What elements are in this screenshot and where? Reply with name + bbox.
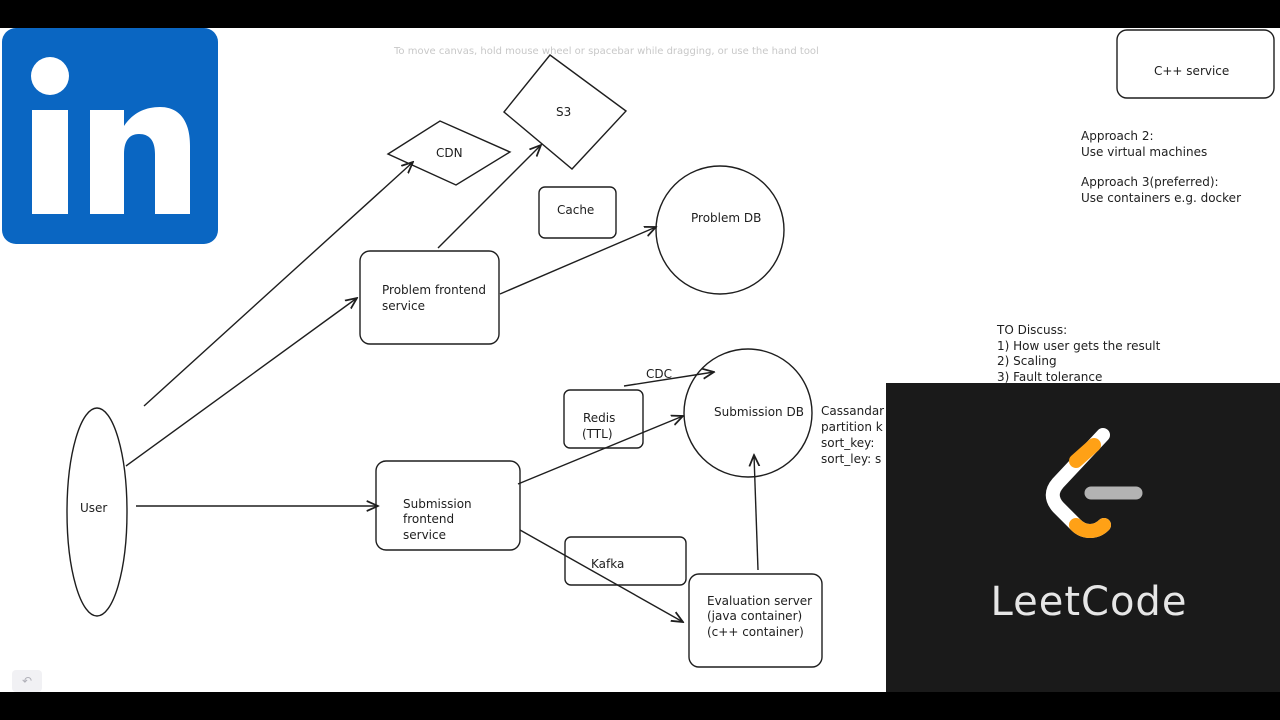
problem-frontend-label-1: Problem frontend bbox=[382, 283, 486, 297]
submission-db-label: Submission DB bbox=[714, 405, 804, 419]
problem-frontend-label-2: service bbox=[382, 299, 425, 313]
cassandra-note-3: sort_key: bbox=[821, 436, 874, 450]
redis-label-2: (TTL) bbox=[582, 427, 613, 441]
cassandra-note-2: partition k bbox=[821, 420, 883, 434]
s3-node[interactable] bbox=[503, 54, 628, 170]
edge-user-to-problem-frontend bbox=[125, 298, 357, 467]
cassandra-note-1: Cassandar bbox=[821, 404, 884, 418]
problem-db-node[interactable] bbox=[655, 165, 785, 295]
undo-button[interactable]: ↶ bbox=[12, 670, 42, 692]
edge-submission-frontend-to-submission-db bbox=[517, 416, 683, 485]
edge-problem-frontend-to-problem-db bbox=[499, 227, 656, 295]
cache-node[interactable] bbox=[538, 186, 617, 239]
linkedin-logo bbox=[2, 28, 218, 244]
cdn-label: CDN bbox=[436, 146, 463, 160]
problem-frontend-node[interactable] bbox=[359, 250, 500, 345]
leetcode-logo-panel: LeetCode bbox=[886, 383, 1280, 692]
cdc-label: CDC bbox=[646, 367, 672, 381]
canvas-hint: To move canvas, hold mouse wheel or spac… bbox=[394, 46, 819, 57]
user-label: User bbox=[80, 501, 107, 515]
bottom-letterbox bbox=[0, 692, 1280, 720]
discuss-item-2: 2) Scaling bbox=[997, 354, 1057, 368]
evaluation-label-3: (c++ container) bbox=[707, 625, 804, 639]
submission-frontend-node[interactable] bbox=[375, 460, 521, 551]
leetcode-logo-icon bbox=[1045, 428, 1143, 538]
top-letterbox bbox=[0, 0, 1280, 28]
approach2-body: Use virtual machines bbox=[1081, 145, 1207, 159]
discuss-item-1: 1) How user gets the result bbox=[997, 339, 1161, 353]
kafka-node[interactable] bbox=[564, 536, 687, 586]
edge-submission-frontend-to-evaluation bbox=[519, 529, 683, 622]
submission-frontend-label-1: Submission bbox=[403, 497, 472, 511]
redis-label-1: Redis bbox=[583, 411, 615, 425]
evaluation-label-2: (java container) bbox=[707, 609, 802, 623]
cdn-node[interactable] bbox=[386, 120, 512, 186]
leetcode-wordmark: LeetCode bbox=[990, 579, 1188, 625]
undo-icon: ↶ bbox=[21, 674, 33, 688]
edge-evaluation-to-submission-db bbox=[754, 455, 758, 571]
approach3-body: Use containers e.g. docker bbox=[1081, 191, 1241, 205]
cpp-service-node[interactable] bbox=[1116, 29, 1275, 99]
approach3-title: Approach 3(preferred): bbox=[1081, 175, 1219, 189]
cassandra-note-4: sort_ley: s bbox=[821, 452, 881, 466]
approach2-title: Approach 2: bbox=[1081, 129, 1154, 143]
evaluation-server-node[interactable] bbox=[688, 573, 823, 668]
user-node[interactable] bbox=[66, 407, 128, 617]
kafka-label: Kafka bbox=[591, 557, 624, 571]
problem-db-label: Problem DB bbox=[691, 211, 761, 225]
s3-label: S3 bbox=[556, 105, 571, 119]
submission-frontend-label-3: service bbox=[403, 528, 446, 542]
evaluation-label-1: Evaluation server bbox=[707, 594, 812, 608]
cpp-service-label: C++ service bbox=[1154, 64, 1229, 78]
redis-node[interactable] bbox=[563, 389, 644, 449]
edge-user-to-cdn bbox=[143, 162, 413, 407]
submission-db-node[interactable] bbox=[683, 348, 813, 478]
submission-frontend-label-2: frontend bbox=[403, 512, 454, 526]
edge-problem-frontend-to-s3 bbox=[437, 145, 541, 249]
discuss-title: TO Discuss: bbox=[996, 323, 1067, 337]
discuss-item-3: 3) Fault tolerance bbox=[997, 370, 1102, 384]
cache-label: Cache bbox=[557, 203, 594, 217]
edge-cdc bbox=[623, 372, 714, 387]
